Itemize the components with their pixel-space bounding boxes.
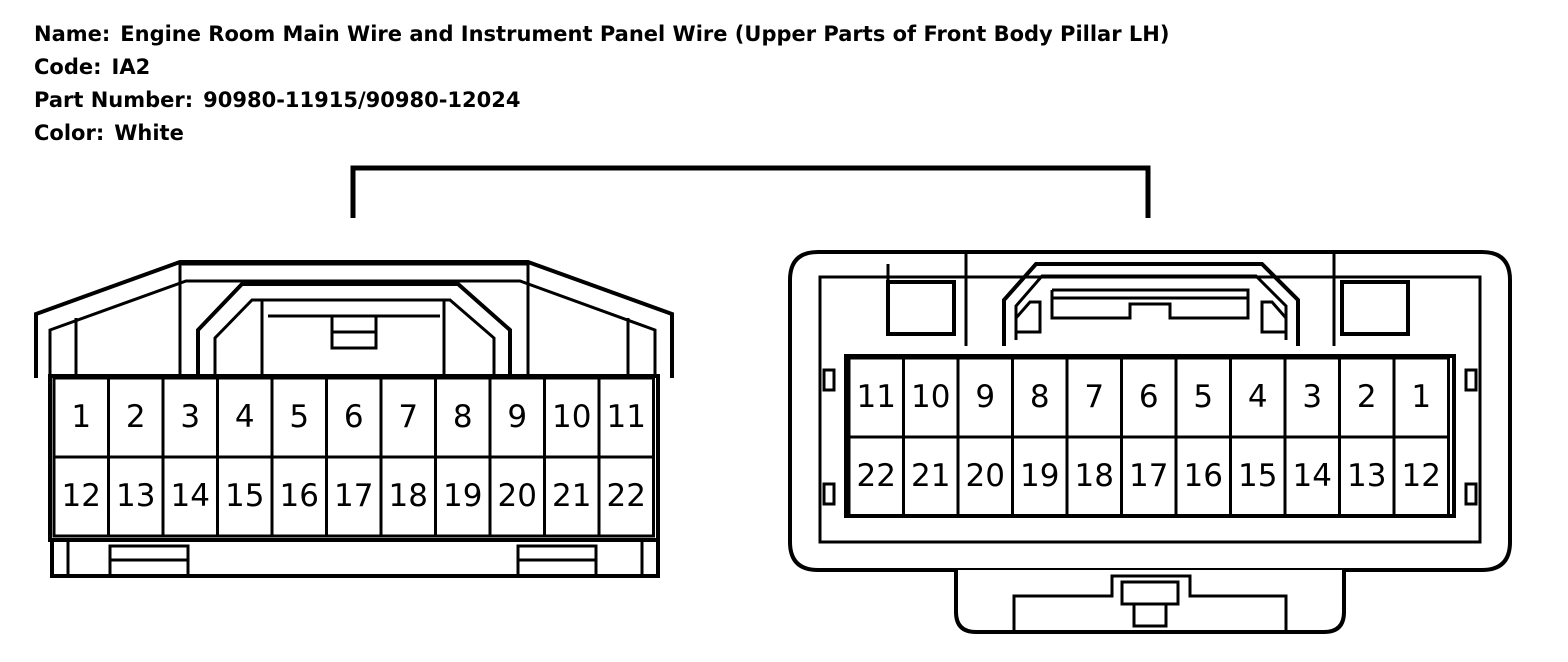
left-connector-pin-number: 6 <box>344 399 364 435</box>
left-connector-pin-number: 12 <box>62 478 101 514</box>
code-label: Code: <box>34 55 102 79</box>
right-connector-pin-number: 20 <box>966 458 1005 494</box>
left-connector-pin-number: 18 <box>389 478 428 514</box>
right-connector-pin-cell <box>1392 435 1450 518</box>
left-connector-pin-number: 1 <box>71 399 91 435</box>
left-connector-pin-cell <box>597 455 655 538</box>
left-connector-pin-number: 16 <box>280 478 319 514</box>
right-connector-lock-latch-left <box>1014 300 1042 334</box>
right-connector-pin-number: 12 <box>1402 458 1441 494</box>
right-connector-pin-number: 1 <box>1411 379 1431 415</box>
right-connector-pin-number: 21 <box>911 458 950 494</box>
left-connector-pin-number: 5 <box>289 399 309 435</box>
left-connector-outline <box>34 260 674 378</box>
left-connector-lock-outer <box>196 282 512 378</box>
right-connector-lock-frame-inner <box>1014 274 1288 340</box>
left-connector-pin-number: 21 <box>552 478 591 514</box>
left-connector-lock-inner <box>213 298 496 378</box>
color-line: Color: White <box>34 117 1169 150</box>
left-connector-pin-number: 10 <box>552 399 591 435</box>
right-connector-pin-number: 6 <box>1139 379 1159 415</box>
right-connector-pin-number: 13 <box>1347 458 1386 494</box>
left-connector-lock-slot <box>260 298 446 380</box>
right-connector-bottom-tab-stem <box>1132 602 1168 628</box>
right-connector-pin-number: 11 <box>857 379 896 415</box>
right-connector-side-tab-right-bottom <box>1464 482 1478 506</box>
right-connector-pin-number: 19 <box>1020 458 1059 494</box>
connector-bracket <box>350 165 1151 218</box>
left-connector-inner-outline <box>48 279 657 378</box>
left-connector-pin-number: 22 <box>607 478 646 514</box>
right-connector-lock-bar <box>1050 288 1250 320</box>
right-connector-pin-number: 10 <box>911 379 950 415</box>
right-connector-pin-number: 3 <box>1302 379 1322 415</box>
left-connector-pin-number: 14 <box>171 478 210 514</box>
part-number-label: Part Number: <box>34 88 194 112</box>
left-connector-pin-number: 17 <box>334 478 373 514</box>
right-connector-pin-number: 15 <box>1238 458 1277 494</box>
left-connector-pin-number: 15 <box>225 478 264 514</box>
left-connector-pin-number: 2 <box>126 399 146 435</box>
color-value: White <box>114 121 184 145</box>
right-connector-pin-number: 8 <box>1030 379 1050 415</box>
name-value: Engine Room Main Wire and Instrument Pan… <box>120 22 1170 46</box>
left-connector-raised-block <box>178 262 530 378</box>
left-connector-pin-number: 8 <box>453 399 473 435</box>
left-connector-terminal-frame <box>48 374 660 542</box>
left-connector-pin-number: 7 <box>398 399 418 435</box>
right-connector-pin-number: 14 <box>1293 458 1332 494</box>
right-connector-bottom-lock-bar <box>1012 574 1288 632</box>
left-connector-base <box>50 540 660 578</box>
left-connector-pin-number: 4 <box>235 399 255 435</box>
right-connector-window-left <box>886 280 956 336</box>
right-connector-bottom-lock <box>954 570 1346 634</box>
left-connector-pin-number: 19 <box>443 478 482 514</box>
left-connector-pin-number: 13 <box>116 478 155 514</box>
name-label: Name: <box>34 22 111 46</box>
right-connector-pin-number: 22 <box>857 458 896 494</box>
left-connector-pin-number: 20 <box>498 478 537 514</box>
part-number-value: 90980-11915/90980-12024 <box>203 88 521 112</box>
code-value: IA2 <box>111 55 151 79</box>
left-connector-pin-number: 9 <box>507 399 527 435</box>
right-connector-window-right <box>1340 280 1410 336</box>
part-number-line: Part Number: 90980-11915/90980-12024 <box>34 84 1169 117</box>
right-connector-pin-number: 4 <box>1248 379 1268 415</box>
right-connector-pin-number: 9 <box>975 379 995 415</box>
right-connector-housing <box>788 250 1512 572</box>
right-connector-pin-number: 16 <box>1184 458 1223 494</box>
name-line: Name: Engine Room Main Wire and Instrumen… <box>34 18 1169 51</box>
right-connector-pin-number: 17 <box>1129 458 1168 494</box>
color-label: Color: <box>34 121 105 145</box>
left-connector-pin-number: 3 <box>180 399 200 435</box>
code-line: Code: IA2 <box>34 51 1169 84</box>
right-connector-pin-number: 5 <box>1193 379 1213 415</box>
right-connector-lock-latch-right <box>1260 300 1288 334</box>
right-connector-side-tab-left-top <box>822 368 836 392</box>
right-connector-pin-number: 2 <box>1357 379 1377 415</box>
right-connector-pin-number: 7 <box>1084 379 1104 415</box>
connector-info: Name: Engine Room Main Wire and Instrumen… <box>34 18 1169 150</box>
left-connector-pin-number: 11 <box>607 399 646 435</box>
right-connector-side-tab-left-bottom <box>822 482 836 506</box>
right-connector-side-tab-right-top <box>1464 368 1478 392</box>
right-connector-lock-frame <box>1002 262 1300 346</box>
right-connector-pin-number: 18 <box>1075 458 1114 494</box>
